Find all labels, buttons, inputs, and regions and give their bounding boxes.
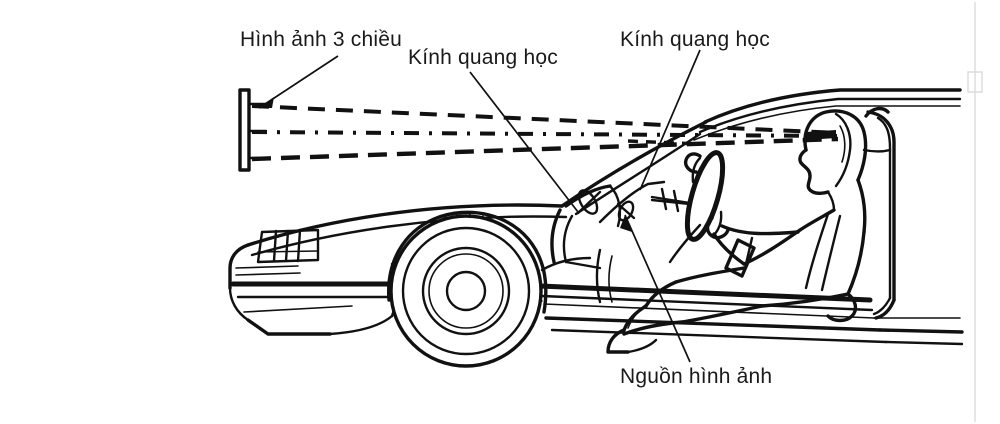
label-image-source: Nguồn hình ảnh: [620, 365, 773, 388]
label-optics-middle: Kính quang học: [408, 46, 558, 69]
front-wheel: [389, 214, 543, 368]
label-three-d-image: Hình ảnh 3 chiều: [240, 28, 402, 51]
dashboard-optics-assembly: [550, 180, 692, 264]
interior-trim: [564, 248, 613, 304]
driver-figure: [606, 109, 868, 354]
car-body-outline: [228, 88, 964, 346]
driver-seat: [862, 106, 896, 320]
label-optics-right: Kính quang học: [620, 28, 770, 51]
steering-wheel: [650, 150, 726, 264]
page-edge-guide: [967, 2, 983, 422]
